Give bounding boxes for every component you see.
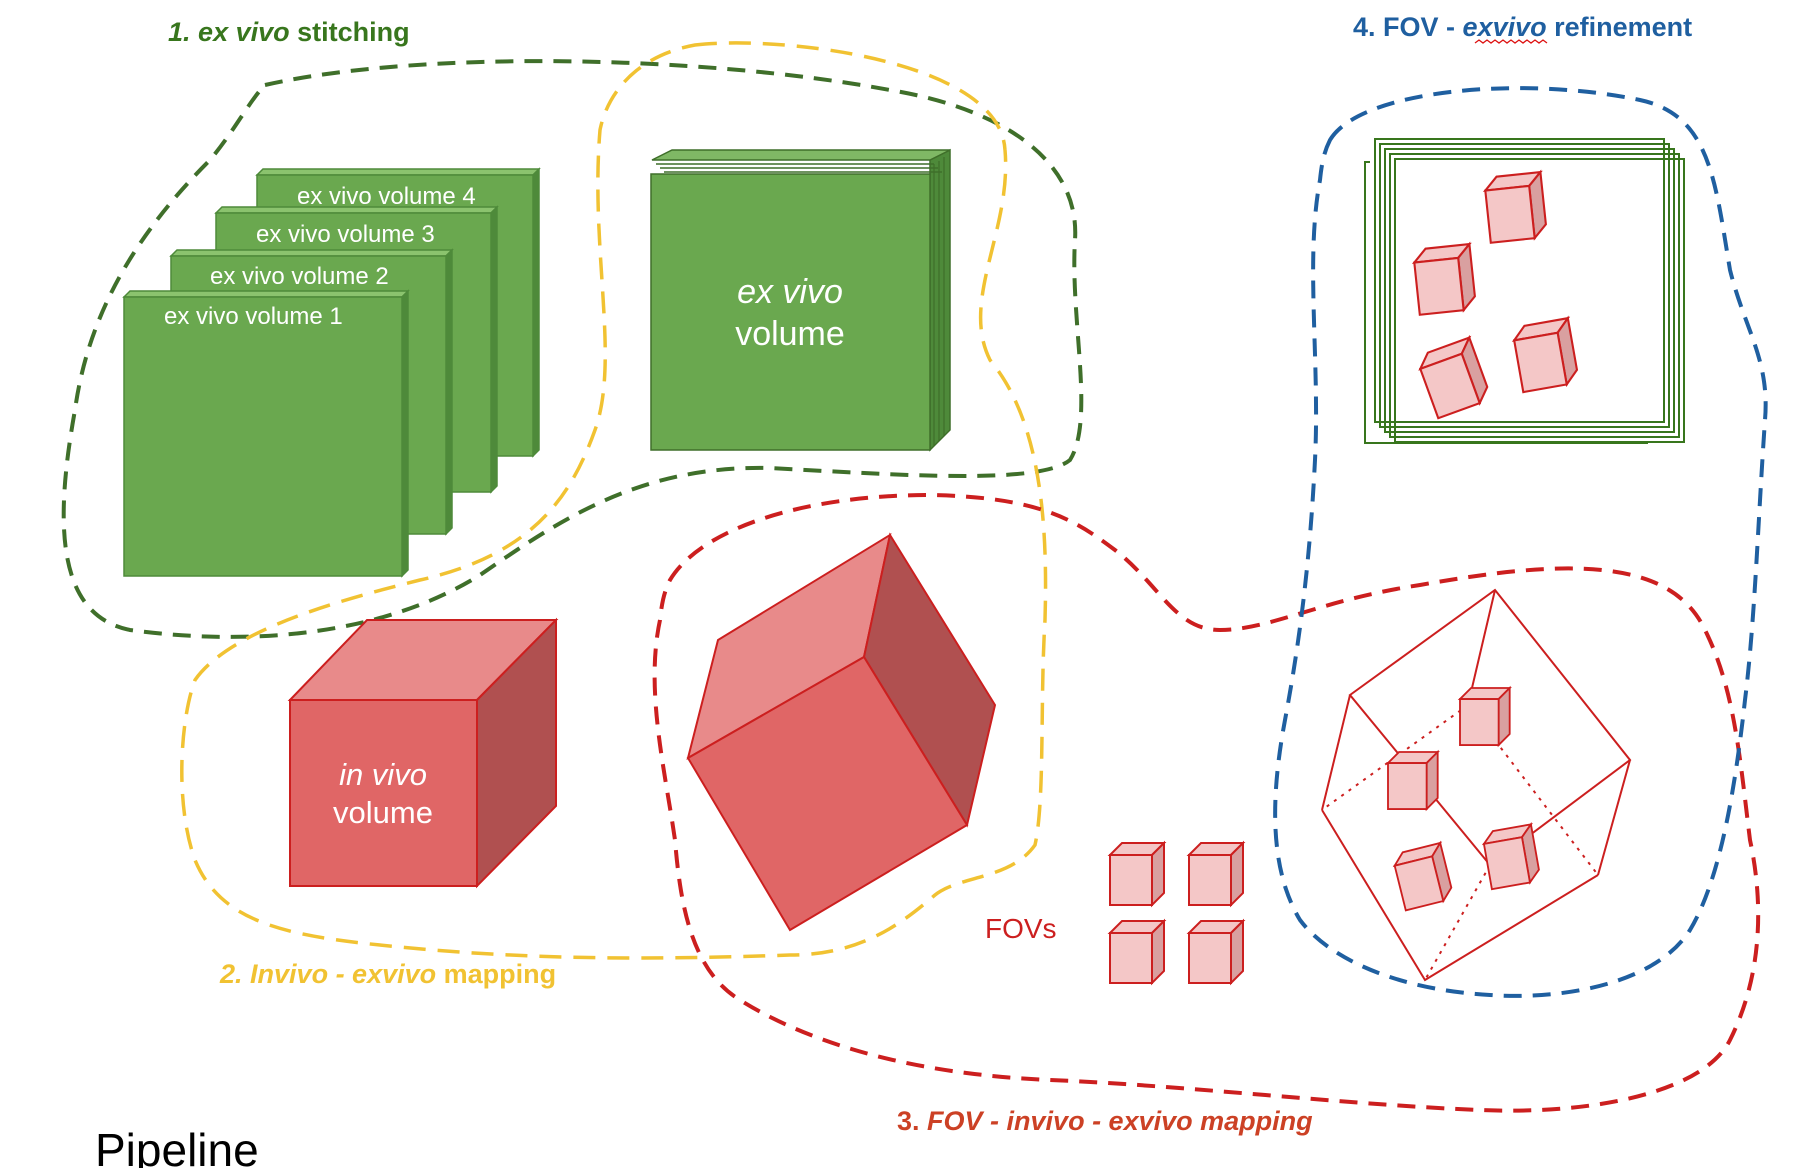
refinement-volume-stack [1364, 138, 1685, 444]
invivo-volume-label-line1: in vivo [339, 757, 427, 792]
exvivo-volume-4-label: ex vivo volume 4 [297, 183, 476, 210]
exvivo-volume-1-label: ex vivo volume 1 [164, 303, 343, 330]
fovs-label: FOVs [985, 913, 1057, 944]
region-step1-exvivo-stitching [61, 59, 1084, 639]
exvivo-volume-3-label: ex vivo volume 3 [256, 221, 435, 248]
fov-cube [1510, 317, 1581, 394]
fov-cube [1411, 243, 1478, 316]
region-step4-fov-refinement [1273, 86, 1768, 998]
step2-title: 2. Invivo - exvivo mapping [219, 959, 556, 989]
fov-cube [1459, 687, 1511, 746]
region-step3-fov-mapping [652, 492, 1761, 1113]
exvivo-volume-1 [122, 289, 410, 578]
invivo-volume-cube [287, 617, 559, 889]
invivo-volume-label-line2: volume [333, 795, 433, 830]
stitched-volume-label-line2: volume [735, 315, 845, 353]
rotated-invivo-cube [686, 532, 997, 932]
fov-cube [1109, 842, 1165, 906]
wireframe-cube [1321, 588, 1632, 982]
pipeline-label: Pipeline [95, 1124, 259, 1168]
step4-title: 4. FOV - exvivo refinement [1353, 12, 1692, 42]
stitched-volume-label-line1: ex vivo [737, 273, 843, 311]
fov-cube [1482, 171, 1549, 244]
exvivo-volume-2-label: ex vivo volume 2 [210, 263, 389, 290]
region-step2-invivo-exvivo-mapping [180, 41, 1048, 960]
stitched-exvivo-volume [650, 148, 951, 452]
step1-title: 1. ex vivo stitching [168, 17, 410, 47]
fov-cube [1109, 920, 1165, 984]
fov-cube [1414, 336, 1493, 420]
fov-cube [1391, 842, 1455, 912]
step3-title: 3. FOV - invivo - exvivo mapping [897, 1106, 1313, 1136]
fov-cube [1188, 920, 1244, 984]
fov-cube [1481, 823, 1542, 891]
fov-cube [1188, 842, 1244, 906]
fov-cube [1387, 751, 1439, 810]
spellcheck-underline [1474, 39, 1548, 44]
